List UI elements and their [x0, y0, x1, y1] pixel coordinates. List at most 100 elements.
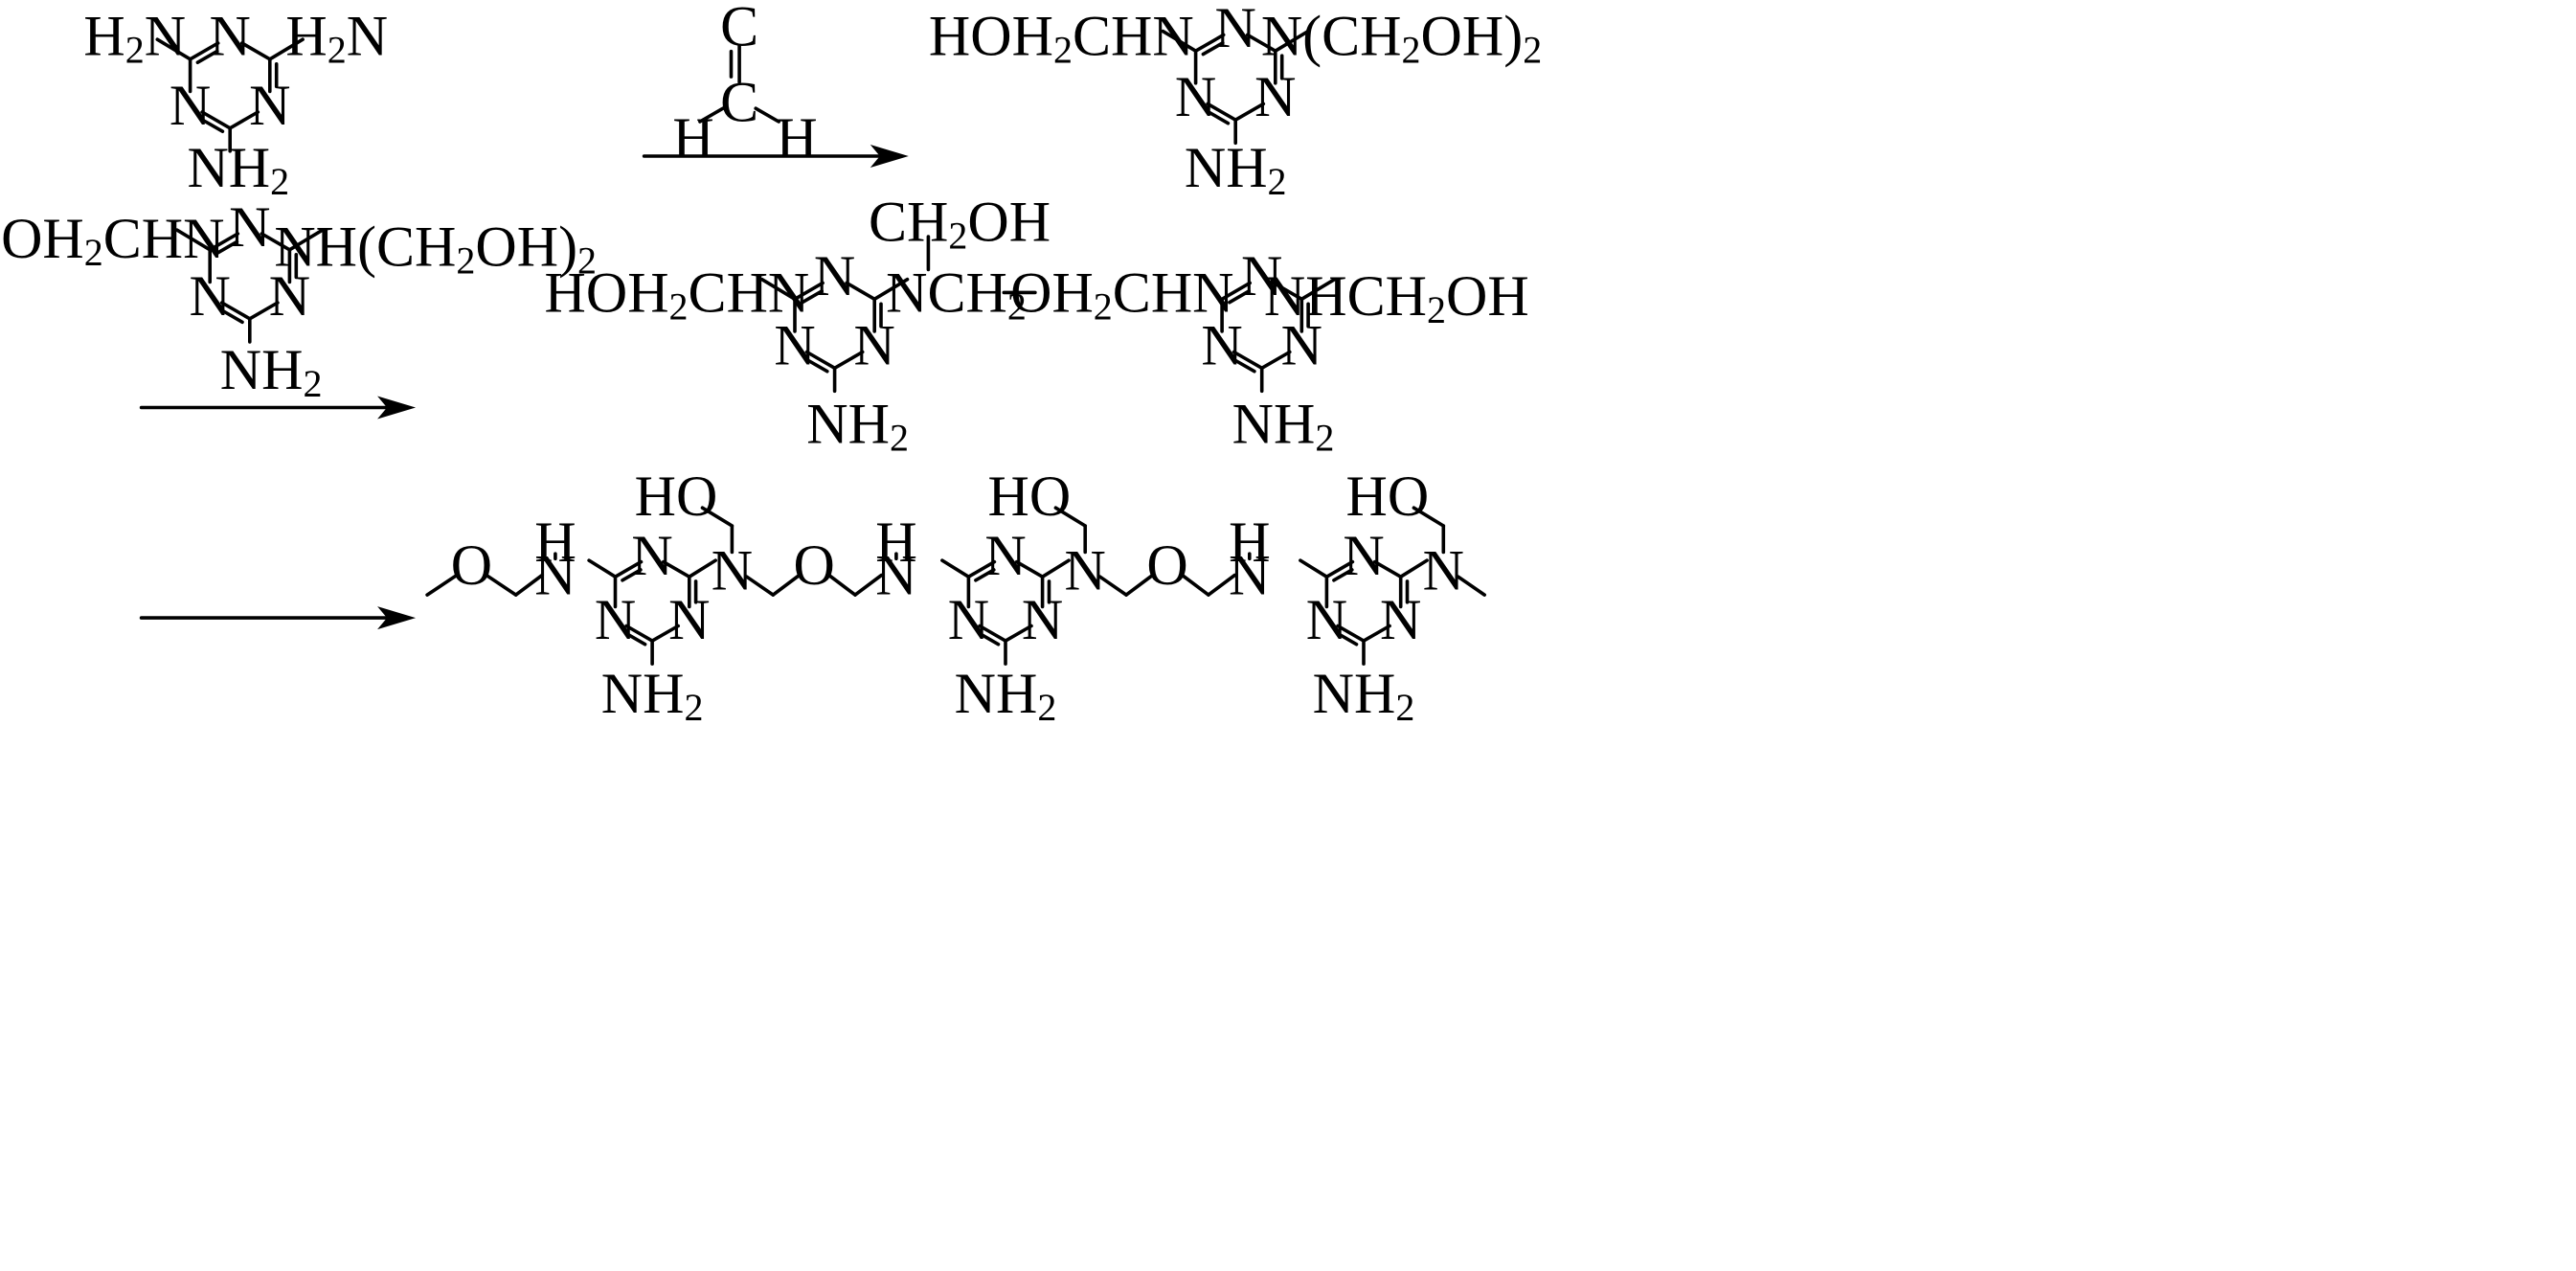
bond	[1207, 110, 1231, 125]
amine-group: H2N	[285, 5, 388, 72]
ring-n: N	[1343, 524, 1384, 587]
bond	[1336, 631, 1359, 647]
amine-group: NH2	[601, 662, 704, 729]
hydroxymethylamino-group: NHCH2OH	[1264, 264, 1529, 331]
bond	[1097, 575, 1128, 597]
bond	[1362, 624, 1391, 643]
amine-group: NH2	[806, 393, 909, 460]
bond	[201, 118, 225, 133]
bond	[1299, 558, 1329, 579]
bond	[826, 573, 857, 597]
bond	[1232, 350, 1264, 371]
bond	[1412, 506, 1446, 528]
methylene-amino-group: NCH2	[886, 261, 1027, 328]
bond	[1332, 568, 1354, 582]
bond	[1233, 102, 1266, 122]
bis-hydroxymethylamino-group: N(CH2OH)2	[1261, 5, 1542, 72]
hydroxyl-group: HO	[635, 465, 718, 528]
ether-oxygen: O	[794, 533, 835, 597]
ring-n: N	[984, 524, 1026, 587]
bond	[219, 301, 252, 321]
bond	[1232, 358, 1256, 374]
bond	[1207, 573, 1237, 597]
bond	[698, 106, 725, 124]
amine-group: NH2	[1232, 393, 1335, 460]
bond	[966, 559, 997, 579]
bond	[1324, 559, 1355, 579]
bond	[624, 624, 654, 643]
bond	[613, 559, 644, 579]
bond	[805, 358, 829, 374]
bond	[155, 37, 192, 61]
bond	[1193, 33, 1226, 54]
amine-group: NH2	[1313, 662, 1415, 729]
bond	[1228, 289, 1251, 305]
ring-n: N	[1241, 244, 1282, 307]
ring-n: N	[631, 524, 672, 587]
hydroxyl-group: HO	[1346, 465, 1430, 528]
bond	[872, 277, 910, 302]
bond	[1398, 558, 1429, 579]
bond	[621, 568, 643, 582]
bond	[1274, 29, 1310, 54]
bond	[771, 573, 802, 597]
bond	[587, 558, 618, 579]
bond	[1161, 29, 1198, 54]
hydroxymethylamino-group: HOH2CHN	[929, 5, 1194, 72]
bond	[1206, 102, 1237, 122]
bond	[978, 631, 1001, 647]
bond	[188, 41, 220, 61]
bond	[1004, 624, 1033, 643]
bond	[804, 350, 837, 371]
bond	[1456, 575, 1486, 597]
hydroxyl-group: HO	[988, 465, 1072, 528]
bond	[239, 41, 272, 61]
arrowhead	[377, 396, 417, 420]
hydrogen-atom: H	[672, 106, 713, 170]
ether-oxygen: O	[1146, 533, 1187, 597]
bond	[208, 232, 240, 252]
amine-group: NH2	[1185, 136, 1287, 203]
bond	[624, 631, 647, 647]
bis-hydroxymethylamino-group: NH(CH2OH)2	[274, 215, 597, 282]
reaction-arrow-2	[139, 396, 417, 420]
ring-n: N	[229, 195, 270, 259]
bond	[853, 573, 884, 597]
ether-methyleneamino-group: OH2CHN	[1010, 261, 1233, 328]
bond	[1040, 558, 1071, 579]
carbon-atom: C	[720, 70, 758, 133]
amine-group: NH2	[220, 338, 323, 405]
bond	[195, 49, 219, 64]
hydrogen-atom: H	[1229, 511, 1270, 574]
bond	[744, 575, 776, 597]
bond	[228, 110, 260, 130]
bond	[700, 506, 734, 528]
bond	[1201, 40, 1225, 57]
hydrogen-atom: H	[534, 511, 576, 574]
bond	[1299, 277, 1337, 302]
reaction-arrow-1	[642, 144, 909, 168]
bond	[425, 573, 459, 597]
bond	[1259, 350, 1292, 371]
reaction-arrow-3	[139, 606, 417, 630]
arrowhead	[870, 144, 909, 168]
bond	[650, 624, 681, 643]
bond	[247, 301, 280, 321]
bond	[1245, 33, 1277, 54]
bond	[267, 37, 305, 61]
bond	[978, 624, 1007, 643]
bond	[940, 558, 971, 579]
arrowhead	[377, 606, 417, 630]
hydrogen-atom: H	[875, 511, 916, 574]
ether-oxygen: O	[451, 533, 492, 597]
amine-group: NH2	[187, 136, 289, 203]
bond	[1220, 281, 1252, 302]
bond	[220, 308, 244, 325]
bond	[260, 232, 292, 252]
bond	[1272, 281, 1304, 302]
